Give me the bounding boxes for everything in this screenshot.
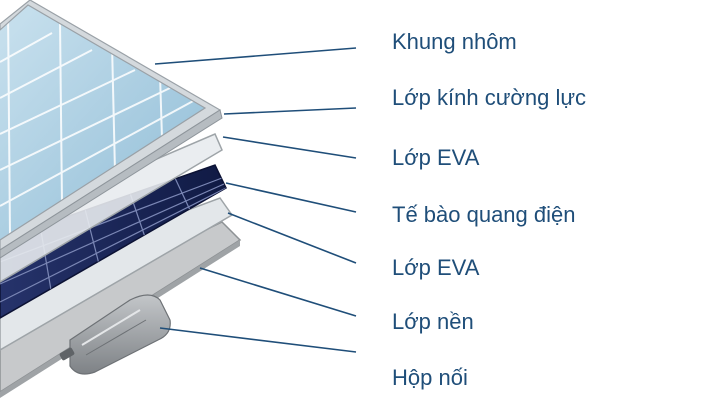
leader-line-cells (225, 182, 357, 213)
label-frame: Khung nhôm (392, 29, 517, 54)
tempered-glass-layer (0, 5, 205, 240)
label-junction-box: Hộp nối (392, 365, 468, 390)
leader-line-eva-top (222, 136, 357, 159)
leader-line-backsheet (199, 267, 357, 317)
leader-lines (154, 47, 357, 353)
leader-line-glass (223, 107, 357, 115)
leader-line-frame (154, 47, 357, 65)
aluminium-frame-layer (0, 0, 223, 259)
label-eva-top: Lớp EVA (392, 145, 480, 170)
label-backsheet: Lớp nền (392, 309, 474, 334)
label-eva-bottom: Lớp EVA (392, 255, 480, 280)
junction-box-illustration (59, 294, 171, 375)
label-cells: Tế bào quang điện (392, 202, 576, 227)
label-glass: Lớp kính cường lực (392, 85, 587, 110)
leader-line-junction-box (159, 327, 357, 353)
leader-line-eva-bottom (227, 212, 357, 264)
